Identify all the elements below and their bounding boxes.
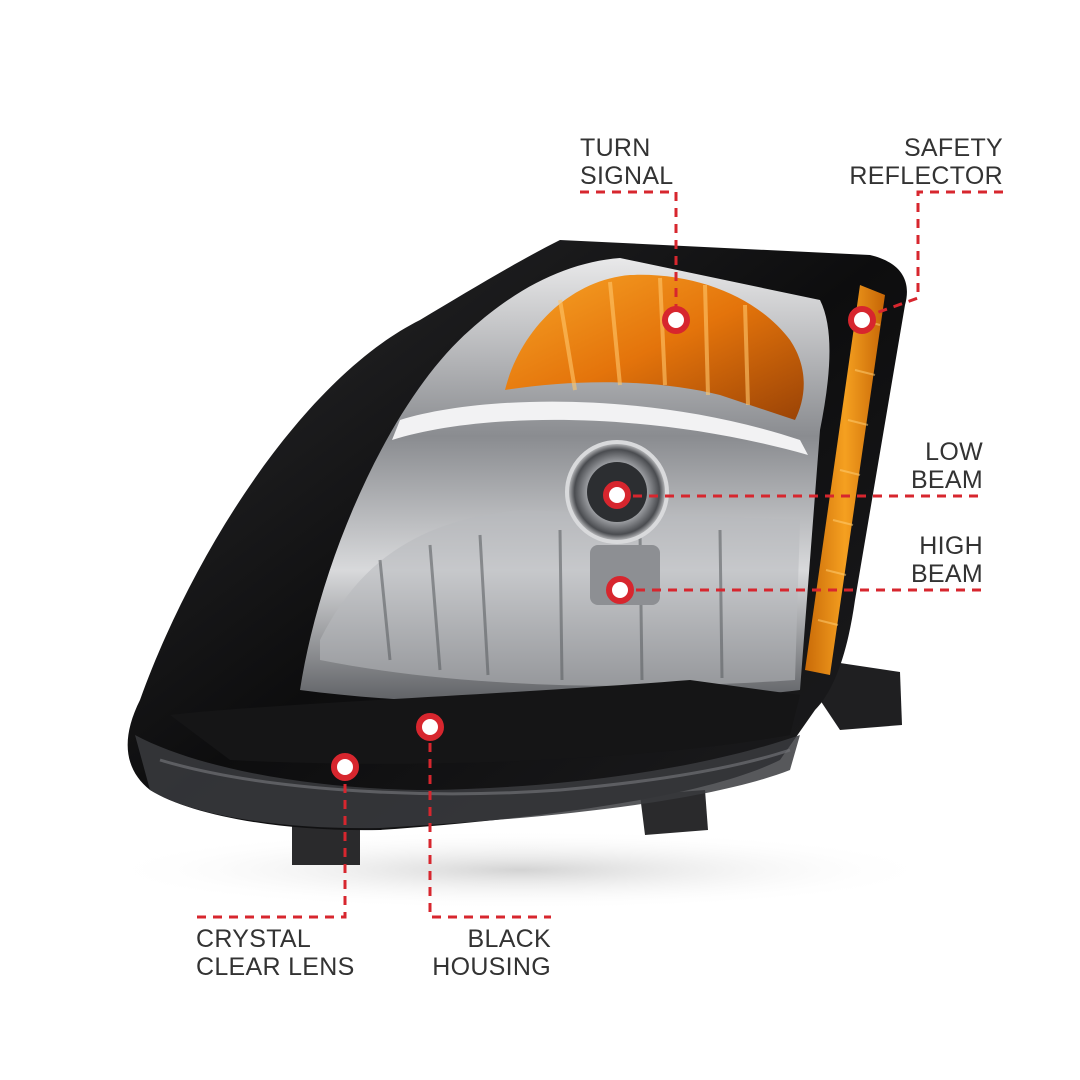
reflector-facets — [378, 529, 724, 681]
leader-turn-signal — [580, 190, 678, 318]
label-high-beam-line2: BEAM — [910, 560, 983, 588]
marker-black-housing — [416, 713, 444, 741]
label-safety-reflector-line1: SAFETY — [903, 134, 1003, 162]
label-safety-reflector: SAFETY REFLECTOR — [849, 134, 1003, 190]
label-low-beam: LOW BEAM — [911, 438, 983, 494]
label-black-housing-line2: HOUSING — [432, 953, 551, 981]
turn-signal-amber — [505, 274, 804, 420]
label-turn-signal-line1: TURN — [580, 134, 651, 162]
callout-leader-lines — [196, 190, 1003, 919]
label-low-beam-line2: BEAM — [910, 466, 983, 494]
leader-crystal-clear-lens — [196, 768, 347, 919]
label-low-beam-line1: LOW — [925, 438, 983, 466]
label-crystal-clear-lens-line2: CLEAR LENS — [196, 953, 355, 981]
marker-crystal-clear-lens — [331, 753, 359, 781]
label-crystal-clear-lens-line1: CRYSTAL — [196, 925, 312, 953]
chrome-divider — [392, 401, 808, 455]
safety-reflector-amber — [805, 285, 885, 675]
marker-safety-reflector — [848, 306, 876, 334]
label-high-beam: HIGH BEAM — [911, 532, 983, 588]
label-high-beam-line1: HIGH — [919, 532, 983, 560]
callout-markers — [331, 306, 876, 781]
marker-turn-signal — [662, 306, 690, 334]
label-safety-reflector-line2: REFLECTOR — [849, 162, 1003, 190]
label-turn-signal-line2: SIGNAL — [580, 162, 674, 190]
inner-black-shroud — [170, 680, 800, 764]
mounting-tab-right — [820, 660, 902, 730]
label-black-housing-line1: BLACK — [467, 925, 551, 953]
floor-shadow — [100, 830, 940, 910]
turn-signal-facets — [558, 277, 750, 406]
lower-lens-bezel — [135, 735, 800, 829]
label-crystal-clear-lens: CRYSTAL CLEAR LENS — [196, 925, 355, 981]
mounting-tab-left — [292, 820, 360, 865]
marker-low-beam — [603, 481, 631, 509]
lens-highlight — [159, 748, 791, 796]
label-black-housing: BLACK HOUSING — [432, 925, 551, 981]
label-turn-signal: TURN SIGNAL — [580, 134, 674, 190]
marker-high-beam — [606, 576, 634, 604]
